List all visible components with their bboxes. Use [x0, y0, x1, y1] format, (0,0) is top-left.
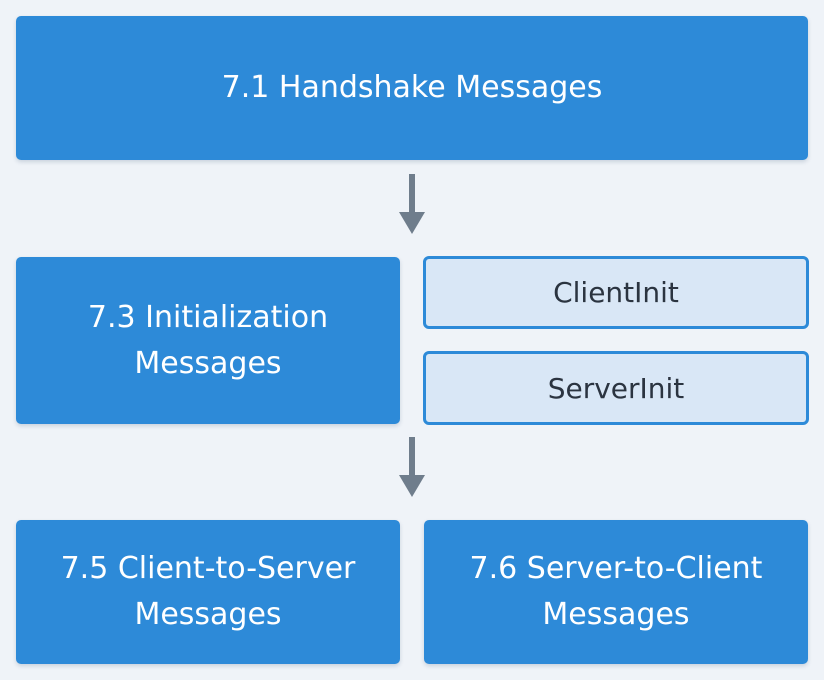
handshake-messages-box: 7.1 Handshake Messages: [16, 16, 808, 160]
client-to-server-messages-box: 7.5 Client-to-Server Messages: [16, 520, 400, 664]
handshake-messages-label: 7.1 Handshake Messages: [221, 70, 603, 105]
arrow-down-icon: [399, 437, 425, 497]
initialization-messages-box: 7.3 Initialization Messages: [16, 257, 400, 424]
client-to-server-messages-label: 7.5 Client-to-Server Messages: [60, 551, 356, 632]
server-to-client-messages-label: 7.6 Server-to-Client Messages: [469, 551, 763, 632]
server-to-client-messages-box: 7.6 Server-to-Client Messages: [424, 520, 808, 664]
server-init-label: ServerInit: [547, 371, 685, 405]
server-init-box: ServerInit: [423, 351, 809, 425]
initialization-messages-label: 7.3 Initialization Messages: [87, 299, 329, 381]
arrow-down-icon: [399, 174, 425, 234]
client-init-box: ClientInit: [423, 256, 809, 329]
client-init-label: ClientInit: [553, 276, 679, 309]
